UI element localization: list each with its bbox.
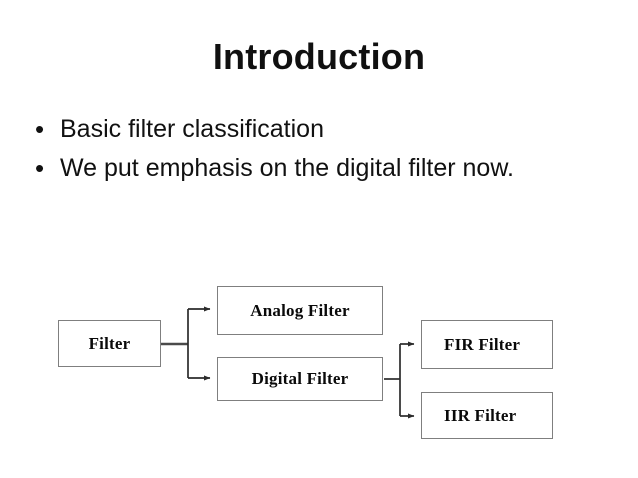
bullet-list: • Basic filter classification • We put e…: [30, 113, 610, 191]
node-analog-filter: Analog Filter: [217, 286, 383, 335]
node-iir-filter-label: IIR Filter: [444, 405, 517, 425]
node-filter-label: Filter: [88, 333, 131, 353]
node-digital-filter: Digital Filter: [217, 357, 383, 401]
bullet-text: Basic filter classification: [60, 115, 324, 143]
list-item: • We put emphasis on the digital filter …: [30, 152, 610, 184]
list-item: • Basic filter classification: [30, 113, 610, 145]
bullet-text: We put emphasis on the digital filter no…: [60, 154, 514, 182]
node-filter: Filter: [58, 320, 161, 367]
bullet-point-icon: •: [35, 153, 45, 183]
node-analog-filter-label: Analog Filter: [250, 300, 350, 320]
bullet-point-icon: •: [35, 114, 45, 144]
node-fir-filter-label: FIR Filter: [444, 334, 521, 354]
node-iir-filter: IIR Filter: [421, 392, 553, 439]
page-title: Introduction: [212, 36, 426, 77]
node-fir-filter: FIR Filter: [421, 320, 553, 369]
node-digital-filter-label: Digital Filter: [251, 369, 349, 388]
